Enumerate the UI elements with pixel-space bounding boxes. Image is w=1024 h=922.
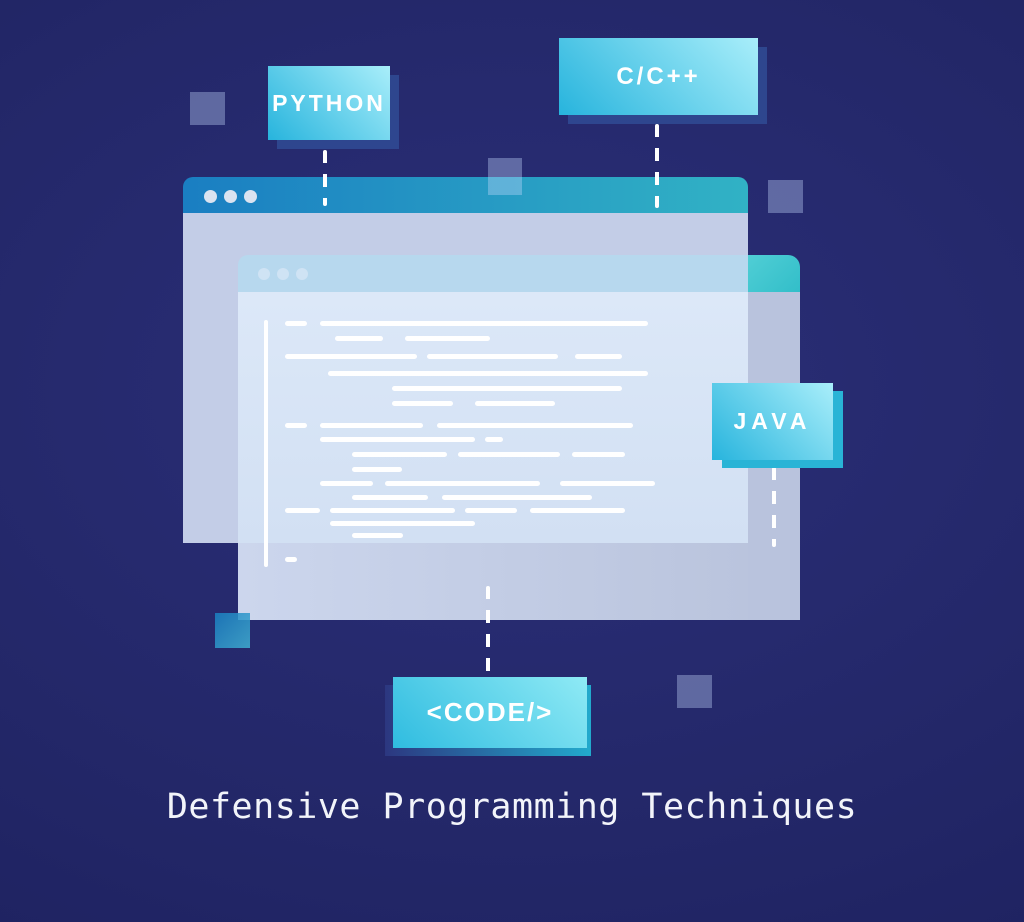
decor-square bbox=[488, 158, 522, 195]
decor-square bbox=[190, 92, 225, 125]
window-dot bbox=[244, 190, 257, 203]
window-dot bbox=[204, 190, 217, 203]
front-window-header-corner bbox=[748, 255, 800, 292]
code-label-text: <CODE/> bbox=[426, 697, 554, 727]
connector-python bbox=[323, 150, 327, 206]
window-dot bbox=[296, 268, 308, 280]
window-dot bbox=[277, 268, 289, 280]
window-dot bbox=[258, 268, 270, 280]
front-window-body-bottom bbox=[238, 543, 748, 620]
back-window-dots bbox=[204, 190, 257, 203]
connector-java bbox=[772, 467, 776, 547]
decor-square bbox=[768, 180, 803, 213]
page-title: Defensive Programming Techniques bbox=[166, 787, 858, 827]
java-label-text: JAVA bbox=[733, 408, 812, 434]
window-dot bbox=[224, 190, 237, 203]
cpp-label: C/C++ bbox=[559, 38, 758, 115]
cpp-label-text: C/C++ bbox=[616, 62, 701, 90]
back-window-header bbox=[183, 177, 748, 213]
python-label-text: PYTHON bbox=[272, 89, 386, 116]
java-label: JAVA bbox=[712, 383, 833, 460]
connector-code bbox=[486, 586, 490, 676]
front-window-body bbox=[238, 292, 748, 543]
decor-square-teal bbox=[215, 613, 250, 648]
decor-square bbox=[677, 675, 712, 708]
python-label: PYTHON bbox=[268, 66, 390, 140]
code-label: <CODE/> bbox=[393, 677, 587, 748]
front-window-header bbox=[238, 255, 748, 292]
front-window-dots bbox=[258, 268, 308, 280]
connector-cpp bbox=[655, 124, 659, 208]
